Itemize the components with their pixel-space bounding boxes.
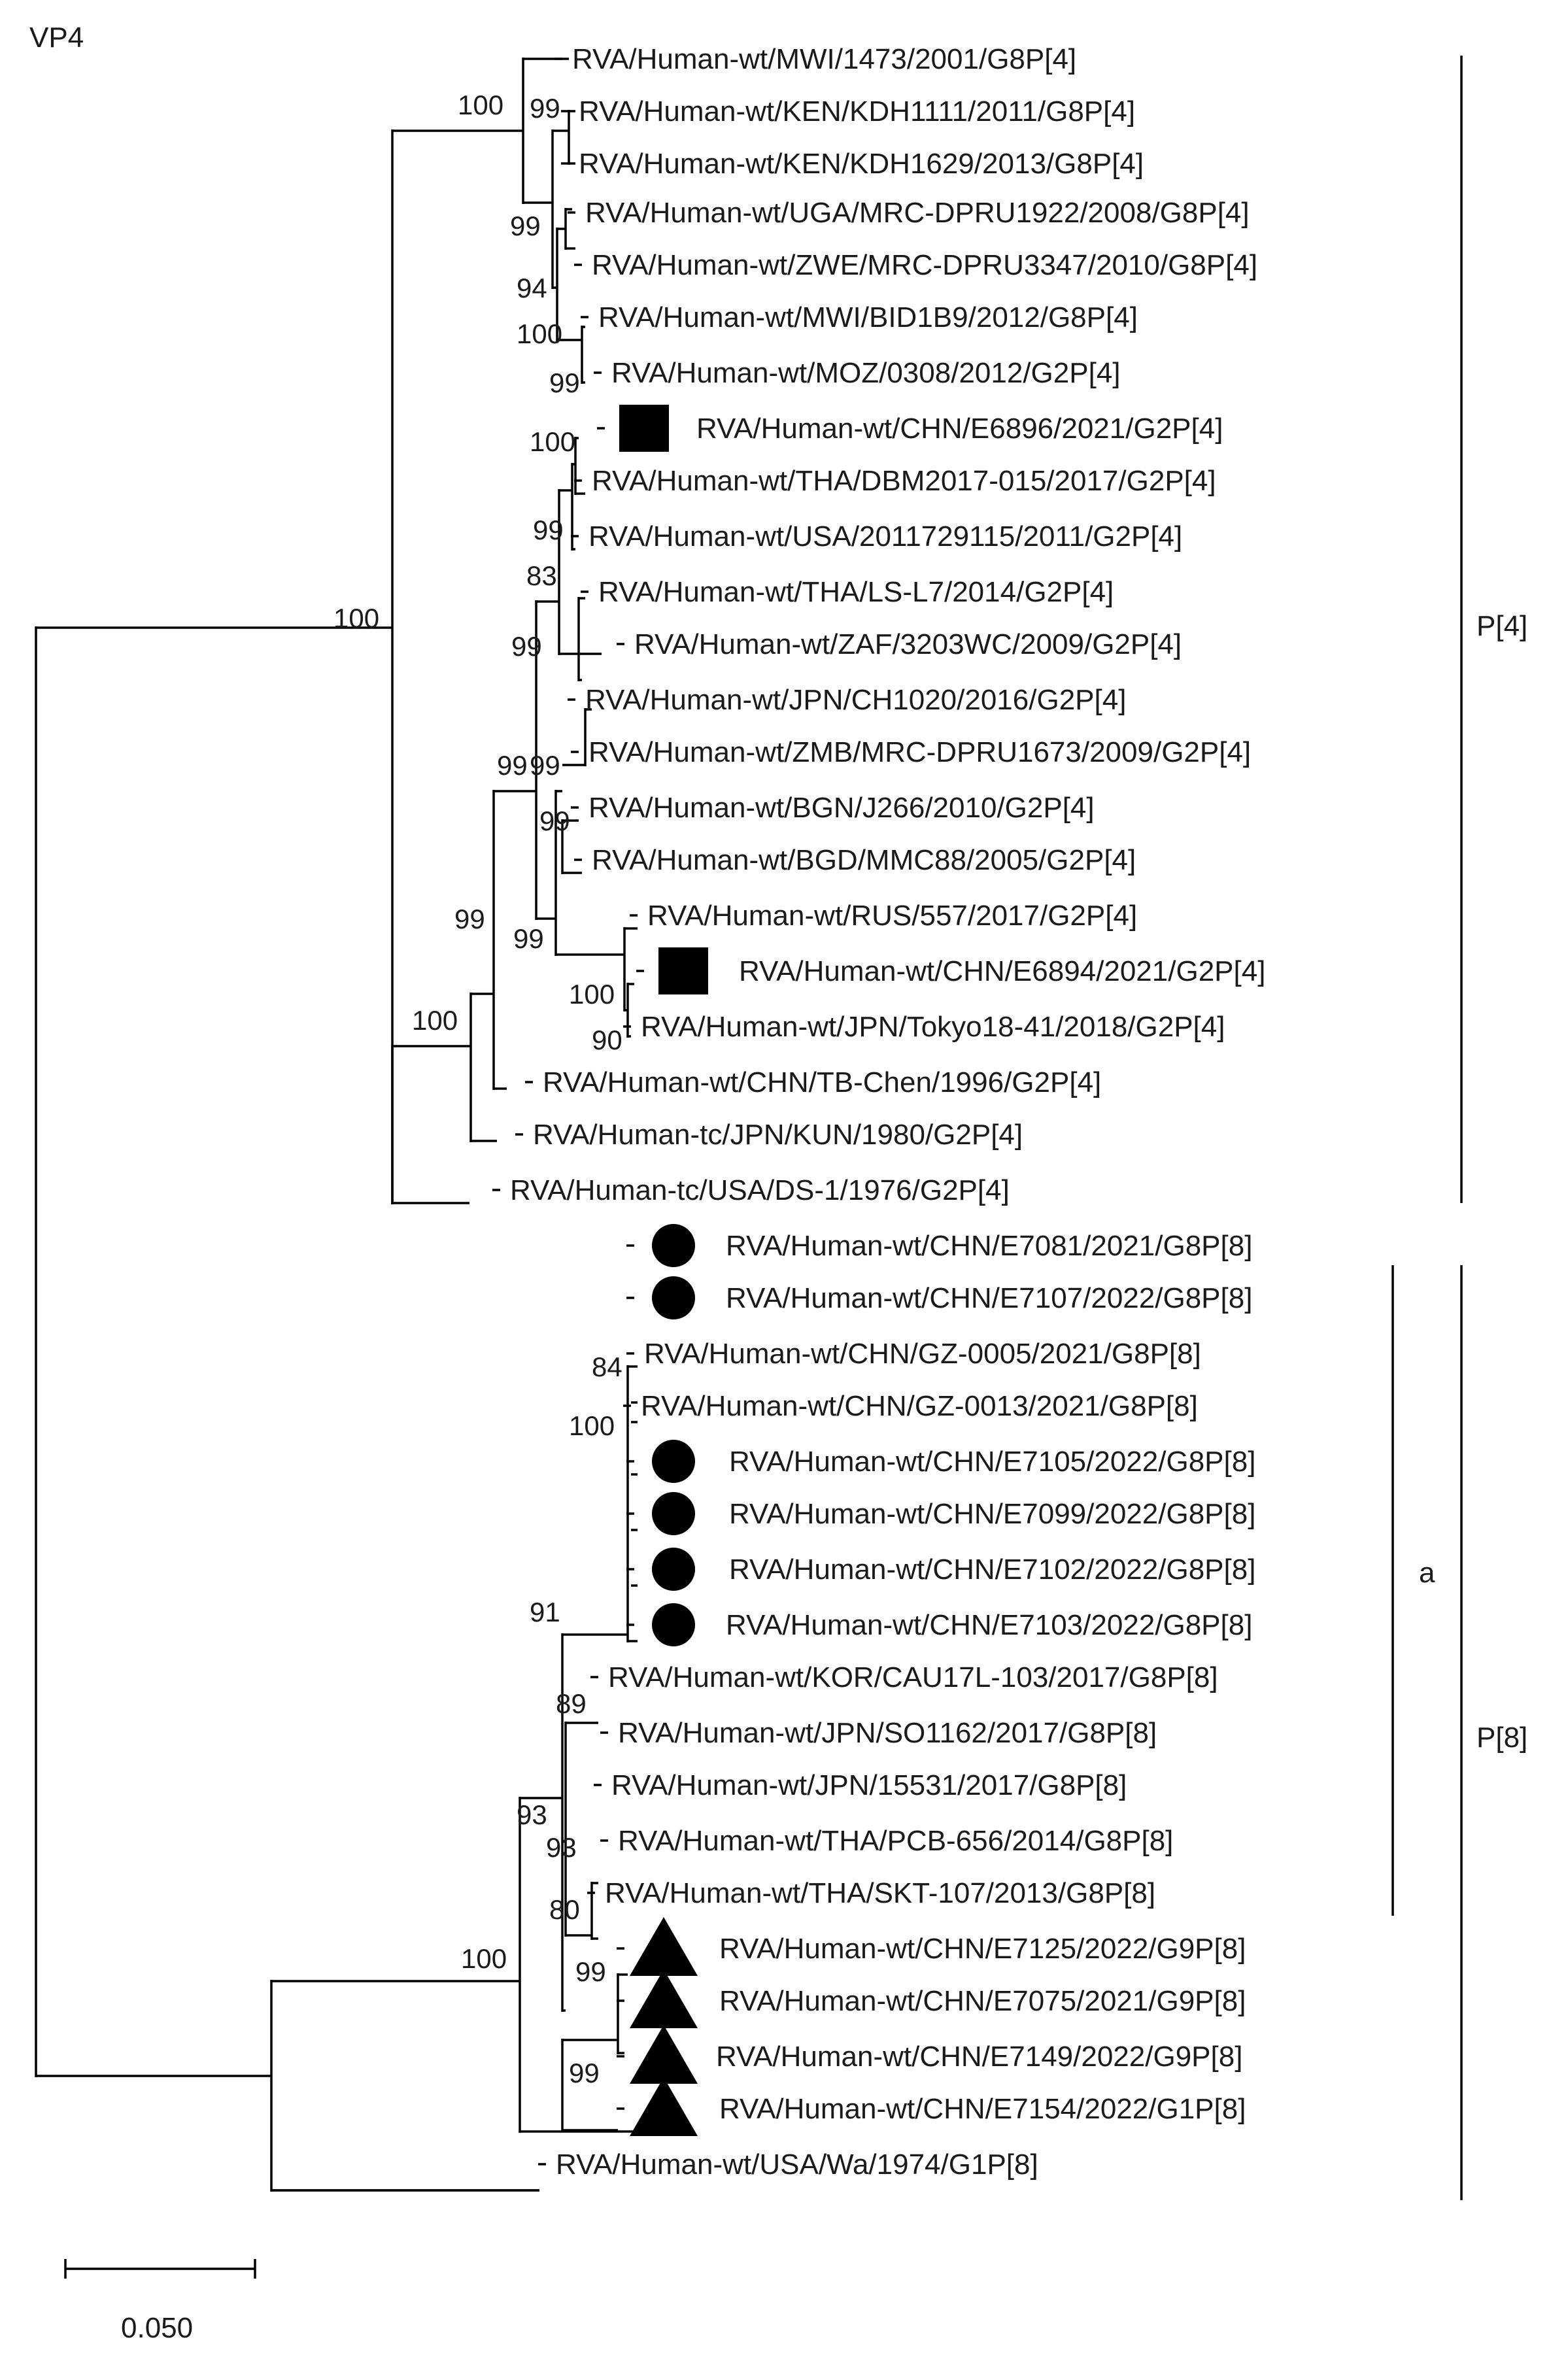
- leaf-label: RVA/Human-wt/CHN/E7149/2022/G9P[8]: [716, 2041, 1242, 2073]
- leaf-label: RVA/Human-wt/RUS/557/2017/G2P[4]: [647, 900, 1137, 932]
- triangle-marker: [630, 2025, 698, 2084]
- scale-bar-label: 0.050: [121, 2312, 193, 2344]
- leaf-label: RVA/Human-tc/USA/DS-1/1976/G2P[4]: [510, 1174, 1010, 1206]
- bootstrap-value: 100: [569, 1410, 615, 1441]
- bootstrap-value: 80: [549, 1894, 580, 1925]
- leaf-label: RVA/Human-wt/BGD/MMC88/2005/G2P[4]: [592, 844, 1136, 876]
- leaf-label: RVA/Human-wt/CHN/E7154/2022/G1P[8]: [719, 2093, 1246, 2125]
- leaf-label: RVA/Human-wt/CHN/E7105/2022/G8P[8]: [729, 1446, 1255, 1478]
- leaf-label: RVA/Human-wt/USA/2011729115/2011/G2P[4]: [588, 520, 1182, 552]
- bootstrap-value: 99: [533, 515, 564, 545]
- bootstrap-value: 94: [517, 273, 547, 303]
- bootstrap-value: 99: [569, 2058, 600, 2088]
- bootstrap-value: 84: [592, 1351, 622, 1382]
- triangle-marker: [630, 1917, 698, 1976]
- bootstrap-value: 99: [513, 923, 544, 954]
- bootstrap-value: 99: [454, 904, 485, 934]
- bootstrap-value: 93: [517, 1799, 547, 1830]
- leaf-label: RVA/Human-wt/KEN/KDH1629/2013/G8P[4]: [579, 148, 1144, 180]
- bootstrap-value: 99: [530, 750, 560, 781]
- leaf-label: RVA/Human-wt/CHN/E7125/2022/G9P[8]: [719, 1933, 1246, 1965]
- triangle-marker: [630, 2077, 698, 2136]
- bootstrap-value: 99: [530, 93, 560, 124]
- circle-marker: [652, 1603, 695, 1646]
- bootstrap-value: 99: [549, 367, 580, 398]
- leaf-label: RVA/Human-wt/THA/PCB-656/2014/G8P[8]: [618, 1825, 1173, 1857]
- leaf-label: RVA/Human-wt/UGA/MRC-DPRU1922/2008/G8P[4…: [585, 197, 1250, 229]
- bootstrap-value: 100: [333, 603, 379, 634]
- sample-markers: [619, 405, 708, 2136]
- leaf-label: RVA/Human-wt/JPN/15531/2017/G8P[8]: [611, 1769, 1127, 1801]
- circle-marker: [652, 1276, 695, 1319]
- leaf-label: RVA/Human-wt/THA/DBM2017-015/2017/G2P[4]: [592, 465, 1216, 497]
- bootstrap-value: 91: [530, 1597, 560, 1627]
- leaf-label: RVA/Human-wt/JPN/CH1020/2016/G2P[4]: [585, 684, 1126, 716]
- bootstrap-value: 99: [497, 750, 528, 781]
- leaf-label: RVA/Human-wt/BGN/J266/2010/G2P[4]: [588, 792, 1095, 824]
- bootstrap-value: 100: [458, 90, 503, 120]
- leaf-label: RVA/Human-wt/MWI/BID1B9/2012/G8P[4]: [598, 301, 1138, 333]
- group-label-p4: P[4]: [1476, 610, 1527, 642]
- bootstrap-value: 99: [510, 211, 541, 241]
- triangle-marker: [630, 1969, 698, 2028]
- bootstrap-value: 89: [556, 1688, 587, 1719]
- leaf-label: RVA/Human-wt/MOZ/0308/2012/G2P[4]: [611, 357, 1121, 389]
- leaf-label: RVA/Human-wt/CHN/E7107/2022/G8P[8]: [726, 1282, 1252, 1314]
- circle-marker: [652, 1548, 695, 1591]
- leaf-label: RVA/Human-wt/USA/Wa/1974/G1P[8]: [556, 2149, 1038, 2181]
- bootstrap-value: 99: [575, 1956, 606, 1987]
- leaf-label: RVA/Human-wt/CHN/GZ-0013/2021/G8P[8]: [641, 1390, 1198, 1422]
- bootstrap-value: 93: [546, 1832, 577, 1863]
- leaf-label: RVA/Human-wt/CHN/E6896/2021/G2P[4]: [696, 413, 1223, 445]
- circle-marker: [652, 1440, 695, 1483]
- leaf-label: RVA/Human-wt/JPN/Tokyo18-41/2018/G2P[4]: [641, 1011, 1225, 1043]
- leaf-label: RVA/Human-wt/CHN/E7099/2022/G8P[8]: [729, 1498, 1255, 1530]
- leaf-label: RVA/Human-wt/CHN/E6894/2021/G2P[4]: [739, 955, 1265, 987]
- leaf-label: RVA/Human-wt/ZMB/MRC-DPRU1673/2009/G2P[4…: [588, 736, 1251, 768]
- bootstrap-value: 90: [592, 1025, 622, 1055]
- group-label-a: a: [1419, 1557, 1435, 1589]
- leaf-label: RVA/Human-wt/CHN/E7075/2021/G9P[8]: [719, 1985, 1246, 2017]
- bootstrap-value: 100: [517, 318, 562, 349]
- leaf-label: RVA/Human-wt/CHN/E7081/2021/G8P[8]: [726, 1230, 1252, 1262]
- bootstrap-value: 99: [539, 806, 570, 836]
- bootstrap-value: 99: [511, 631, 542, 662]
- bootstrap-value: 83: [526, 560, 557, 591]
- leaf-label: RVA/Human-wt/KEN/KDH1111/2011/G8P[4]: [579, 95, 1135, 127]
- leaf-label: RVA/Human-wt/ZWE/MRC-DPRU3347/2010/G8P[4…: [592, 249, 1257, 281]
- scale-bar: 0.050: [64, 2259, 256, 2344]
- leaf-label: RVA/Human-wt/CHN/E7103/2022/G8P[8]: [726, 1609, 1252, 1641]
- bootstrap-value: 100: [461, 1943, 507, 1974]
- square-marker: [658, 947, 708, 994]
- leaf-labels: RVA/Human-wt/MWI/1473/2001/G8P[4] RVA/Hum…: [492, 43, 1265, 2181]
- leaf-label: RVA/Human-wt/CHN/E7102/2022/G8P[8]: [729, 1554, 1255, 1586]
- leaf-label: RVA/Human-wt/KOR/CAU17L-103/2017/G8P[8]: [608, 1661, 1218, 1693]
- leaf-label: RVA/Human-wt/MWI/1473/2001/G8P[4]: [572, 43, 1076, 75]
- clade-brackets: [1391, 56, 1463, 2200]
- tree-title: VP4: [29, 22, 84, 54]
- circle-marker: [652, 1492, 695, 1535]
- leaf-label: RVA/Human-wt/JPN/SO1162/2017/G8P[8]: [618, 1717, 1157, 1749]
- group-label-p8: P[8]: [1476, 1722, 1527, 1754]
- bootstrap-value: 100: [412, 1005, 458, 1036]
- leaf-label: RVA/Human-tc/JPN/KUN/1980/G2P[4]: [533, 1119, 1023, 1151]
- leaf-label: RVA/Human-wt/CHN/TB-Chen/1996/G2P[4]: [543, 1066, 1101, 1098]
- circle-marker: [652, 1224, 695, 1267]
- bootstrap-value: 100: [530, 426, 575, 457]
- bootstrap-value: 100: [569, 979, 615, 1010]
- leaf-label: RVA/Human-wt/THA/LS-L7/2014/G2P[4]: [598, 576, 1114, 608]
- branches: [35, 58, 638, 2192]
- leaf-label: RVA/Human-wt/CHN/GZ-0005/2021/G8P[8]: [644, 1338, 1201, 1370]
- leaf-label: RVA/Human-wt/ZAF/3203WC/2009/G2P[4]: [634, 628, 1182, 660]
- square-marker: [619, 405, 669, 452]
- leaf-label: RVA/Human-wt/THA/SKT-107/2013/G8P[8]: [605, 1877, 1155, 1909]
